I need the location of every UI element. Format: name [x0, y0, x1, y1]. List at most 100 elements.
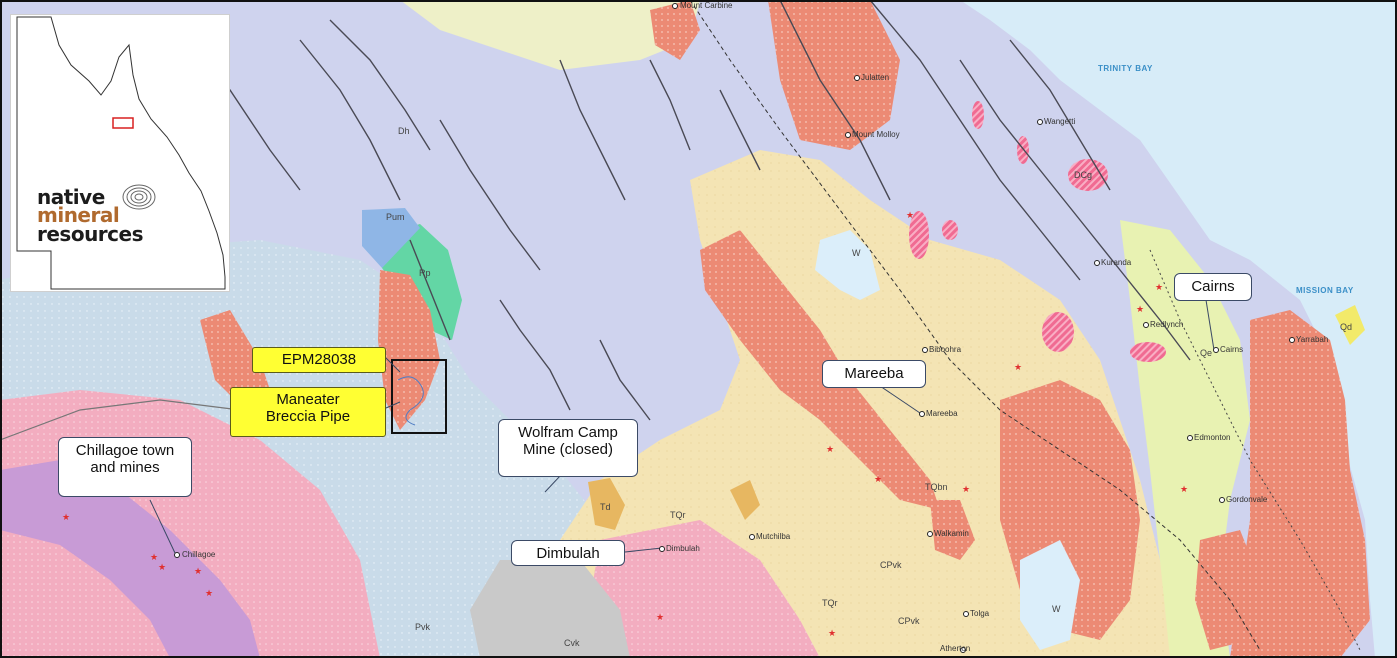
pink-intrusion-5 [972, 101, 984, 129]
td-unit [588, 478, 625, 530]
geo-label-cpvk1: CPvk [880, 560, 902, 570]
geo-label-dh: Dh [398, 126, 410, 136]
town-label-kuranda: Kuranda [1101, 258, 1132, 267]
callout-maneater-breccia-pipe: Maneater Breccia Pipe [230, 387, 386, 437]
granite-epm [378, 270, 440, 430]
callout-chillagoe: Chillagoe town and mines [58, 437, 192, 497]
geo-label-tqr2: TQr [822, 598, 838, 608]
town-label-mount-molloy: Mount Molloy [852, 130, 900, 139]
geo-label-rp: Rp [419, 268, 431, 278]
callout-mareeba: Mareeba [822, 360, 926, 388]
geo-label-cpvk2: CPvk [898, 616, 920, 626]
svg-text:★: ★ [62, 513, 70, 523]
pink-intrusion-6 [1017, 136, 1029, 164]
callout-epm28038: EPM28038 [252, 347, 386, 373]
town-label-wangetti: Wangetti [1044, 117, 1076, 126]
town-label-cairns: Cairns [1220, 345, 1244, 354]
svg-text:★: ★ [158, 563, 166, 573]
geo-label-pum: Pum [386, 212, 405, 222]
epm-stream [397, 376, 424, 426]
water-label-mission-bay: MISSION BAY [1296, 286, 1354, 295]
callout-cairns: Cairns [1174, 273, 1252, 301]
svg-text:★: ★ [874, 475, 882, 485]
geo-label-qe: Qe [1200, 348, 1213, 358]
logo-line-1: native [37, 185, 105, 209]
town-label-redlynch: Redlynch [1150, 320, 1184, 329]
svg-text:★: ★ [1155, 283, 1163, 293]
rhyolite-rp [378, 224, 462, 340]
svg-text:★: ★ [962, 485, 970, 495]
water-label-trinity-bay: TRINITY BAY [1098, 64, 1153, 73]
fault-lines [179, 0, 1191, 421]
yellow-pod-2 [730, 480, 760, 520]
town-label-mareeba: Mareeba [926, 409, 958, 418]
geo-label-dcg: DCg [1074, 170, 1093, 180]
lake-tinaroo-north [815, 230, 880, 300]
svg-text:★: ★ [656, 613, 664, 623]
svg-text:★: ★ [906, 211, 914, 221]
pink-intrusion-7 [942, 220, 958, 240]
town-label-edmonton: Edmonton [1194, 433, 1231, 442]
geo-label-qd: Qd [1340, 322, 1353, 332]
geo-label-w1: W [852, 248, 861, 258]
locality-inset [10, 14, 230, 292]
railway-line [689, 0, 1261, 651]
geo-label-td: Td [600, 502, 611, 512]
lake-tinaroo [1020, 540, 1080, 650]
svg-text:★: ★ [150, 553, 158, 563]
town-label-tolga: Tolga [970, 609, 990, 618]
town-dots [174, 3, 1295, 653]
svg-text:★: ★ [828, 629, 836, 639]
callout-wolfram-camp: Wolfram Camp Mine (closed) [498, 419, 638, 477]
alluvium-north [400, 0, 700, 70]
svg-text:★: ★ [1180, 485, 1188, 495]
svg-text:★: ★ [826, 445, 834, 455]
town-label-yarrabah: Yarrabah [1296, 335, 1329, 344]
boundary-coast [1149, 249, 1361, 651]
geo-label-tqr1: TQr [670, 510, 686, 520]
pum-unit [362, 208, 420, 268]
logo-mark-icon [122, 184, 156, 210]
town-label-gordonvale: Gordonvale [1226, 495, 1268, 504]
pink-intrusion-3 [1130, 342, 1166, 362]
town-label-walkamin: Walkamin [934, 529, 969, 538]
grey-zone-south [470, 560, 630, 658]
coral-sea [960, 0, 1397, 658]
pink-zone-south [590, 520, 820, 658]
town-label-biboohra: Biboohra [929, 345, 962, 354]
purple-band [0, 460, 260, 658]
geo-label-cvk: Cvk [564, 638, 580, 648]
granite-gordonvale [1195, 530, 1260, 650]
town-label-dimbulah: Dimbulah [666, 544, 700, 553]
geo-label-w2: W [1052, 604, 1061, 614]
geo-label-pvk: Pvk [415, 622, 431, 632]
callout-dimbulah: Dimbulah [511, 540, 625, 566]
svg-text:★: ★ [205, 589, 213, 599]
svg-text:★: ★ [194, 567, 202, 577]
town-label-mount-carbine: Mount Carbine [680, 1, 733, 10]
mine-stars: ★ ★ ★ ★ ★ ★ ★ ★ ★ ★ ★ ★ ★ ★ ★ [62, 211, 1188, 639]
granite-coastal [1230, 310, 1370, 658]
logo-line-2: mineral [37, 203, 120, 228]
svg-text:★: ★ [1014, 363, 1022, 373]
pink-intrusion-2 [1042, 312, 1074, 352]
geo-label-tqbn: TQbn [925, 482, 948, 492]
town-label-atherton: Atherton [940, 644, 971, 653]
queensland-outline [16, 16, 226, 290]
town-label-julatten: Julatten [861, 73, 890, 82]
pink-intrusion-1 [1068, 159, 1108, 191]
company-logo: native mineral resources [37, 185, 144, 246]
town-label-mutchilba: Mutchilba [756, 532, 791, 541]
granite-mareeba-west [700, 230, 940, 510]
epm-tenement-outline [391, 359, 447, 434]
callout-leaders [149, 299, 1215, 554]
town-label-chillagoe: Chillagoe [182, 550, 216, 559]
logo-line-3: resources [37, 221, 144, 246]
granite-dimbulah [930, 500, 975, 560]
qd-unit [1335, 305, 1365, 345]
svg-text:★: ★ [1136, 305, 1144, 315]
granite-north-west [650, 0, 700, 60]
granite-north [768, 0, 900, 150]
